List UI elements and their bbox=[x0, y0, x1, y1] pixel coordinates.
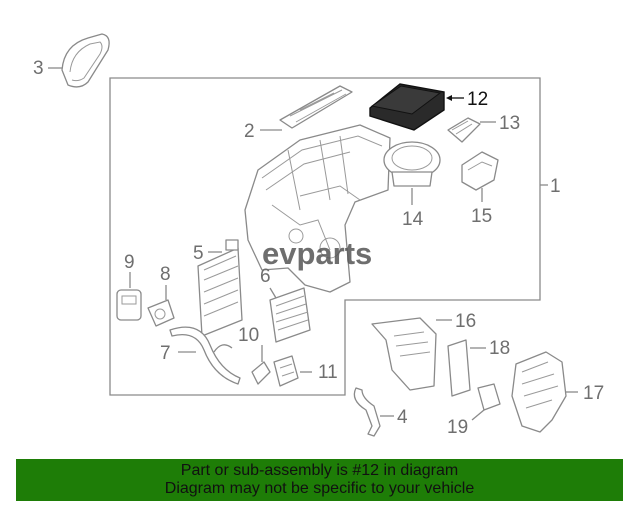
callout-15: 15 bbox=[471, 206, 492, 227]
callout-2: 2 bbox=[244, 121, 255, 142]
part-14-blower-motor bbox=[383, 141, 441, 205]
notice-banner: Part or sub-assembly is #12 in diagram D… bbox=[16, 459, 623, 501]
notice-line-1: Part or sub-assembly is #12 in diagram bbox=[180, 462, 459, 479]
callout-11: 11 bbox=[318, 362, 338, 383]
part-15-blower-module bbox=[461, 151, 499, 202]
callout-9: 9 bbox=[124, 252, 135, 273]
part-16-duct bbox=[371, 317, 452, 391]
part-8-actuator bbox=[147, 285, 175, 327]
part-13-filter-frame bbox=[447, 117, 496, 143]
part-1-hvac-housing bbox=[244, 124, 391, 293]
callout-8: 8 bbox=[160, 264, 171, 285]
callout-3: 3 bbox=[33, 58, 44, 79]
callout-10: 10 bbox=[238, 325, 259, 346]
callout-6: 6 bbox=[260, 266, 271, 287]
part-18-filter bbox=[447, 339, 486, 397]
part-9-control-unit bbox=[116, 272, 142, 321]
callout-16: 16 bbox=[455, 311, 476, 332]
part-12-cabin-filter bbox=[369, 83, 464, 131]
part-11-connector bbox=[273, 355, 312, 387]
part-5-heater-core bbox=[197, 239, 243, 337]
callout-14: 14 bbox=[402, 209, 424, 230]
main-assembly-frame bbox=[109, 77, 541, 396]
callout-17: 17 bbox=[583, 383, 604, 404]
callout-7: 7 bbox=[160, 343, 171, 364]
part-7-hose bbox=[169, 326, 241, 385]
callout-5: 5 bbox=[193, 243, 204, 264]
part-6-core bbox=[269, 287, 311, 343]
part-10-sensor bbox=[251, 345, 271, 385]
part-4-drain-tube bbox=[353, 387, 394, 437]
callout-13: 13 bbox=[499, 113, 520, 134]
part-19-sensor bbox=[471, 383, 501, 421]
part-3-vent-frame bbox=[48, 33, 110, 88]
part-17-rear-unit bbox=[511, 351, 578, 433]
callout-4: 4 bbox=[397, 407, 408, 428]
callout-12: 12 bbox=[467, 89, 488, 110]
callout-19: 19 bbox=[447, 417, 468, 438]
callout-18: 18 bbox=[489, 338, 510, 359]
watermark-text: evparts bbox=[262, 236, 372, 271]
callout-1: 1 bbox=[550, 176, 561, 197]
notice-line-2: Diagram may not be specific to your vehi… bbox=[164, 480, 475, 497]
parts-diagram: evparts 1 2 3 4 5 6 7 8 9 10 11 12 13 14… bbox=[33, 33, 604, 438]
part-2-duct bbox=[260, 85, 353, 131]
